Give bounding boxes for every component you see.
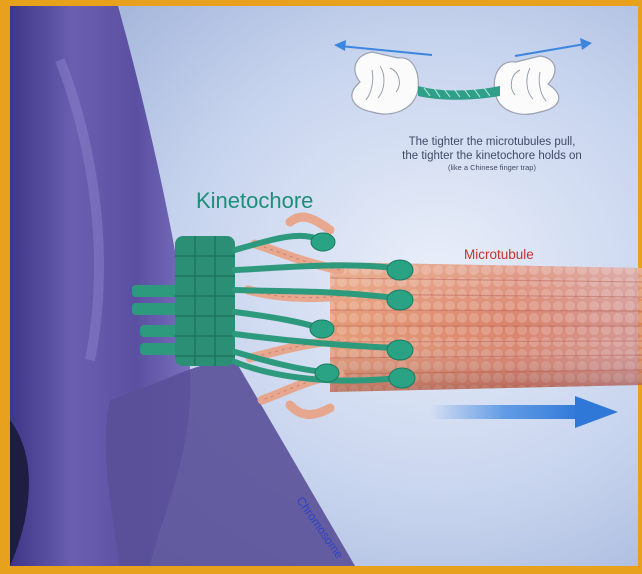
microtubule-label: Microtubule xyxy=(464,247,534,262)
hand-icon xyxy=(352,52,418,114)
hand-icon xyxy=(494,56,558,114)
caption: The tighter the microtubules pull, the t… xyxy=(352,135,632,173)
kinetochore-label: Kinetochore xyxy=(196,188,313,214)
caption-line-3: (like a Chinese finger trap) xyxy=(352,163,632,173)
caption-line-2: the tighter the kinetochore holds on xyxy=(352,149,632,163)
caption-line-1: The tighter the microtubules pull, xyxy=(352,135,632,149)
